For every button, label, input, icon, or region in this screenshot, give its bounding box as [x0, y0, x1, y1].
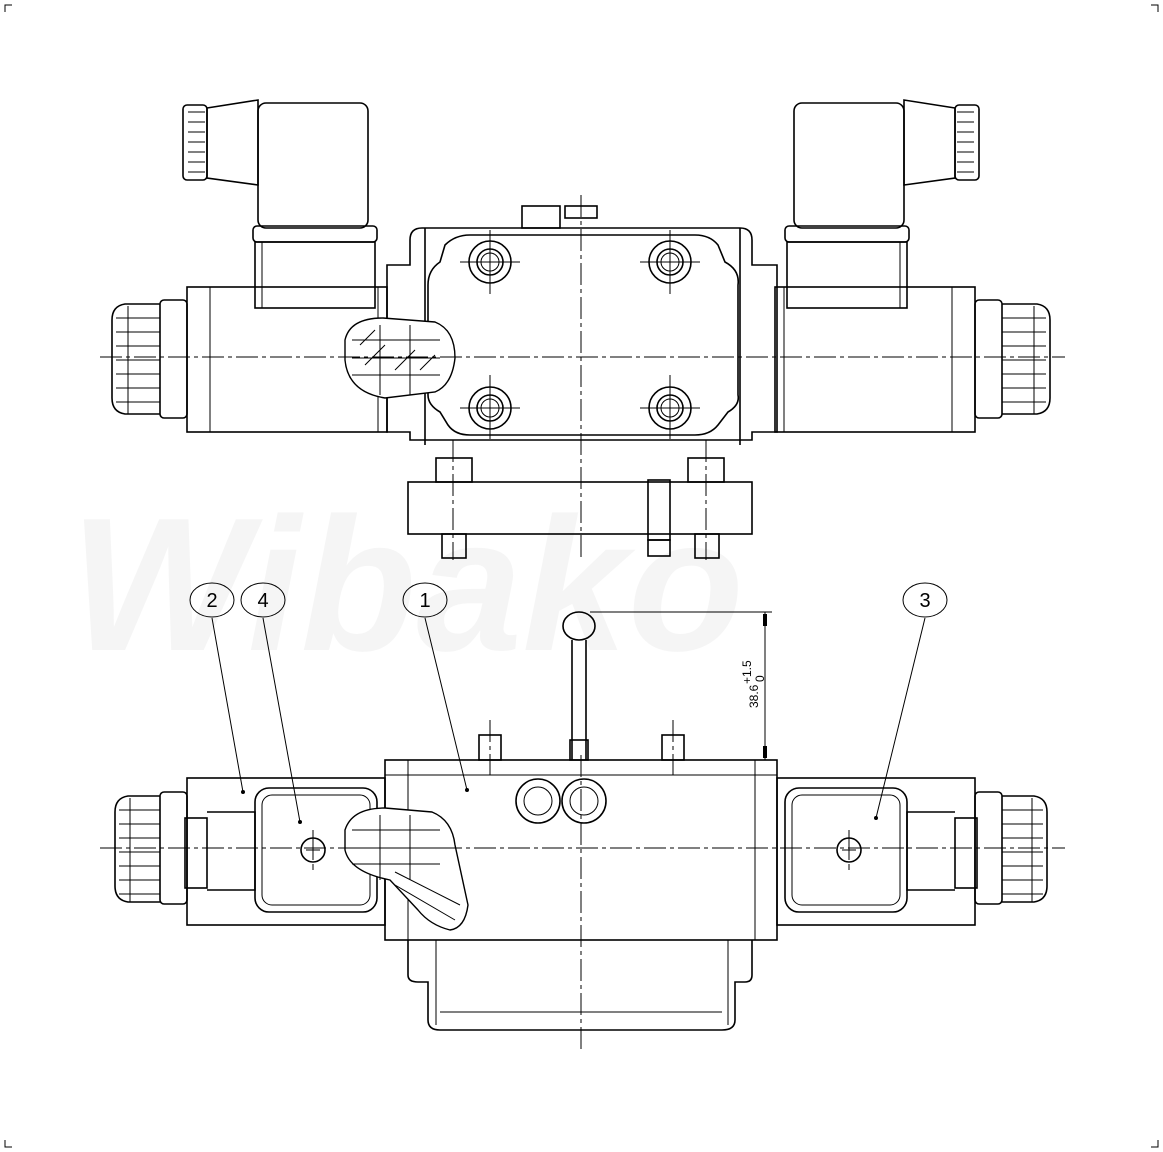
- balloon-3: 3: [902, 582, 948, 618]
- dimension-value: 38.6: [747, 684, 761, 708]
- dimension-height: 38.6 +1.5 0: [590, 611, 772, 760]
- svg-text:1: 1: [419, 590, 430, 612]
- balloon-4: 4: [240, 582, 286, 618]
- watermark: Wibako: [70, 479, 744, 691]
- front-view: [114, 611, 1048, 1031]
- svg-text:4: 4: [257, 590, 268, 612]
- svg-text:3: 3: [919, 590, 930, 612]
- dimension-lower-tolerance: 0: [753, 675, 767, 682]
- balloon-2: 2: [189, 582, 235, 618]
- balloon-1: 1: [402, 582, 448, 618]
- front-centerlines: [100, 720, 1065, 1050]
- corner-marks: [4, 4, 1159, 1148]
- top-centerlines: [100, 195, 1065, 560]
- top-view: [111, 99, 1051, 559]
- svg-text:2: 2: [206, 590, 217, 612]
- dimension-upper-tolerance: +1.5: [740, 660, 754, 684]
- part-balloons: 2 4 1 3: [189, 582, 948, 824]
